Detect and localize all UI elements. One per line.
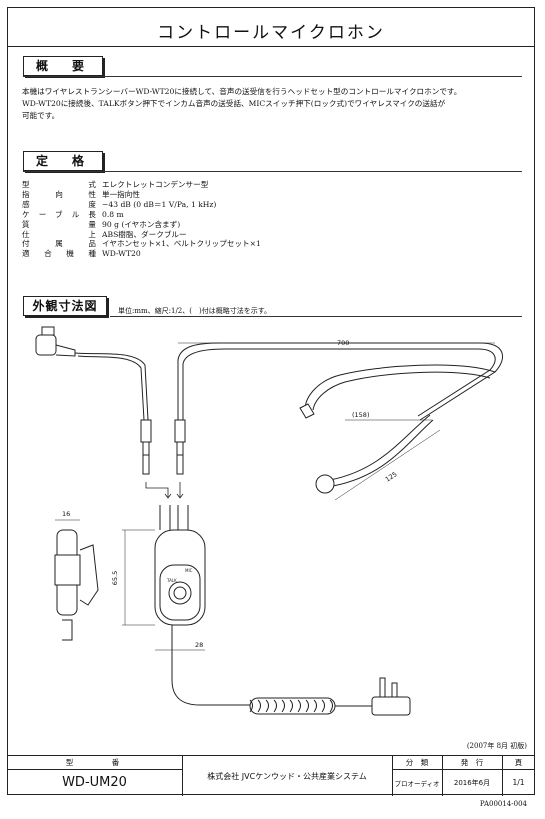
- mic-label: MIC: [185, 568, 193, 573]
- model-header: 型 番: [65, 758, 124, 767]
- class-value: プロオーディオ: [394, 779, 440, 788]
- spec-value: −43 dB (0 dB＝1 V/Pa, 1 kHz): [102, 199, 217, 209]
- specs-divider: [23, 171, 522, 172]
- spec-label: ケーブル長: [22, 209, 96, 219]
- label-16: 16: [62, 510, 71, 518]
- overview-line-2: WD-WT20に接続後、TALKボタン押下でインカム音声の送受話、MICスイッチ…: [22, 99, 446, 108]
- spec-row: 付属品イヤホンセット×1、ベルトクリップセット×1: [22, 239, 261, 249]
- plug-right: [174, 419, 186, 475]
- overview-divider: [23, 76, 522, 77]
- issue-value: 2016年6月: [453, 778, 491, 787]
- two-pin-plug: [371, 677, 411, 716]
- dimensions-heading: 外観寸法図: [23, 296, 107, 316]
- label-158: (158): [352, 411, 370, 419]
- page-value: 1/1: [512, 778, 525, 787]
- spec-label: 型式: [22, 180, 96, 189]
- coiled-cable: [171, 625, 250, 706]
- footer-table: 型 番 WD-UM20 株式会社 JVCケンウッド・公共産業システム 分 類 プ…: [7, 755, 535, 796]
- label-65-5: 65.5: [111, 570, 120, 586]
- spec-row: 感度 −43 dB (0 dB＝1 V/Pa, 1 kHz): [22, 200, 261, 210]
- microphone-capsule: [315, 474, 335, 494]
- class-header: 分 類: [405, 758, 429, 767]
- overview-heading: 概 要: [23, 56, 103, 76]
- spec-row: 質量 90 g (イヤホン含まず): [22, 220, 261, 230]
- overview-line-3: 可能です。: [22, 111, 60, 120]
- dimension-drawing: MIC TALK: [35, 326, 504, 716]
- spec-value: WD-WT20: [102, 249, 141, 259]
- control-unit: MIC TALK: [154, 505, 206, 626]
- spec-value: 0.8 m: [102, 209, 124, 219]
- spec-label: 適合機種: [22, 249, 96, 259]
- spec-value: 単一指向性: [102, 189, 140, 199]
- spec-row: 型式エレクトレットコンデンサー型: [22, 180, 261, 190]
- plug-left: [140, 419, 152, 475]
- label-28: 28: [195, 641, 204, 649]
- document-frame: コントロールマイクロホン: [7, 7, 535, 795]
- title-divider: [8, 46, 534, 47]
- spec-label: 仕上: [22, 229, 96, 239]
- headset-arc: [304, 364, 496, 411]
- headset-cable: [177, 342, 504, 421]
- document-number: PA00014-004: [479, 800, 527, 808]
- earphone-cable: [74, 352, 149, 421]
- page-header: 頁: [514, 758, 523, 767]
- spec-row: 仕上 ABS樹脂、ダークブルー: [22, 230, 261, 240]
- dimension-125-line: [334, 429, 441, 501]
- spec-row: 適合機種 WD-WT20: [22, 249, 261, 259]
- earphone-plug: [35, 326, 76, 357]
- overview-text: 本機はワイヤレストランシーバーWD-WT20に接続して、音声の送受信を行うヘッド…: [22, 86, 512, 122]
- spec-value: 90 g (イヤホン含まず): [102, 219, 181, 229]
- overview-line-1: 本機はワイヤレストランシーバーWD-WT20に接続して、音声の送受信を行うヘッド…: [22, 87, 462, 96]
- spec-value: エレクトレットコンデンサー型: [102, 180, 209, 189]
- talk-label: TALK: [166, 578, 177, 583]
- spec-row: ケーブル長 0.8 m: [22, 210, 261, 220]
- spec-value: イヤホンセット×1、ベルトクリップセット×1: [102, 239, 261, 249]
- boom-arm: [329, 414, 431, 481]
- spec-value: ABS樹脂、ダークブルー: [102, 229, 187, 239]
- specs-table: 型式エレクトレットコンデンサー型指向性単一指向性感度 −43 dB (0 dB＝1…: [22, 180, 261, 259]
- spec-label: 感度: [22, 199, 96, 209]
- dimensions-divider: [110, 316, 522, 317]
- spec-label: 質量: [22, 219, 96, 229]
- control-side-view: [54, 519, 99, 641]
- model-number: WD-UM20: [62, 775, 127, 790]
- spec-label: 指向性: [22, 189, 96, 199]
- document-title: コントロールマイクロホン: [157, 23, 385, 43]
- company-name: 株式会社 JVCケンウッド・公共産業システム: [207, 771, 367, 781]
- spec-row: 指向性単一指向性: [22, 190, 261, 200]
- label-700: 700: [337, 339, 350, 347]
- specs-heading: 定 格: [23, 151, 103, 171]
- edition-note: (2007年 8月 初版): [466, 742, 527, 750]
- issue-header: 発 行: [460, 758, 484, 767]
- dimensions-note: 単位:mm、縮尺:1/2、( )付は概略寸法を示す。: [118, 307, 272, 315]
- spec-label: 付属品: [22, 239, 96, 249]
